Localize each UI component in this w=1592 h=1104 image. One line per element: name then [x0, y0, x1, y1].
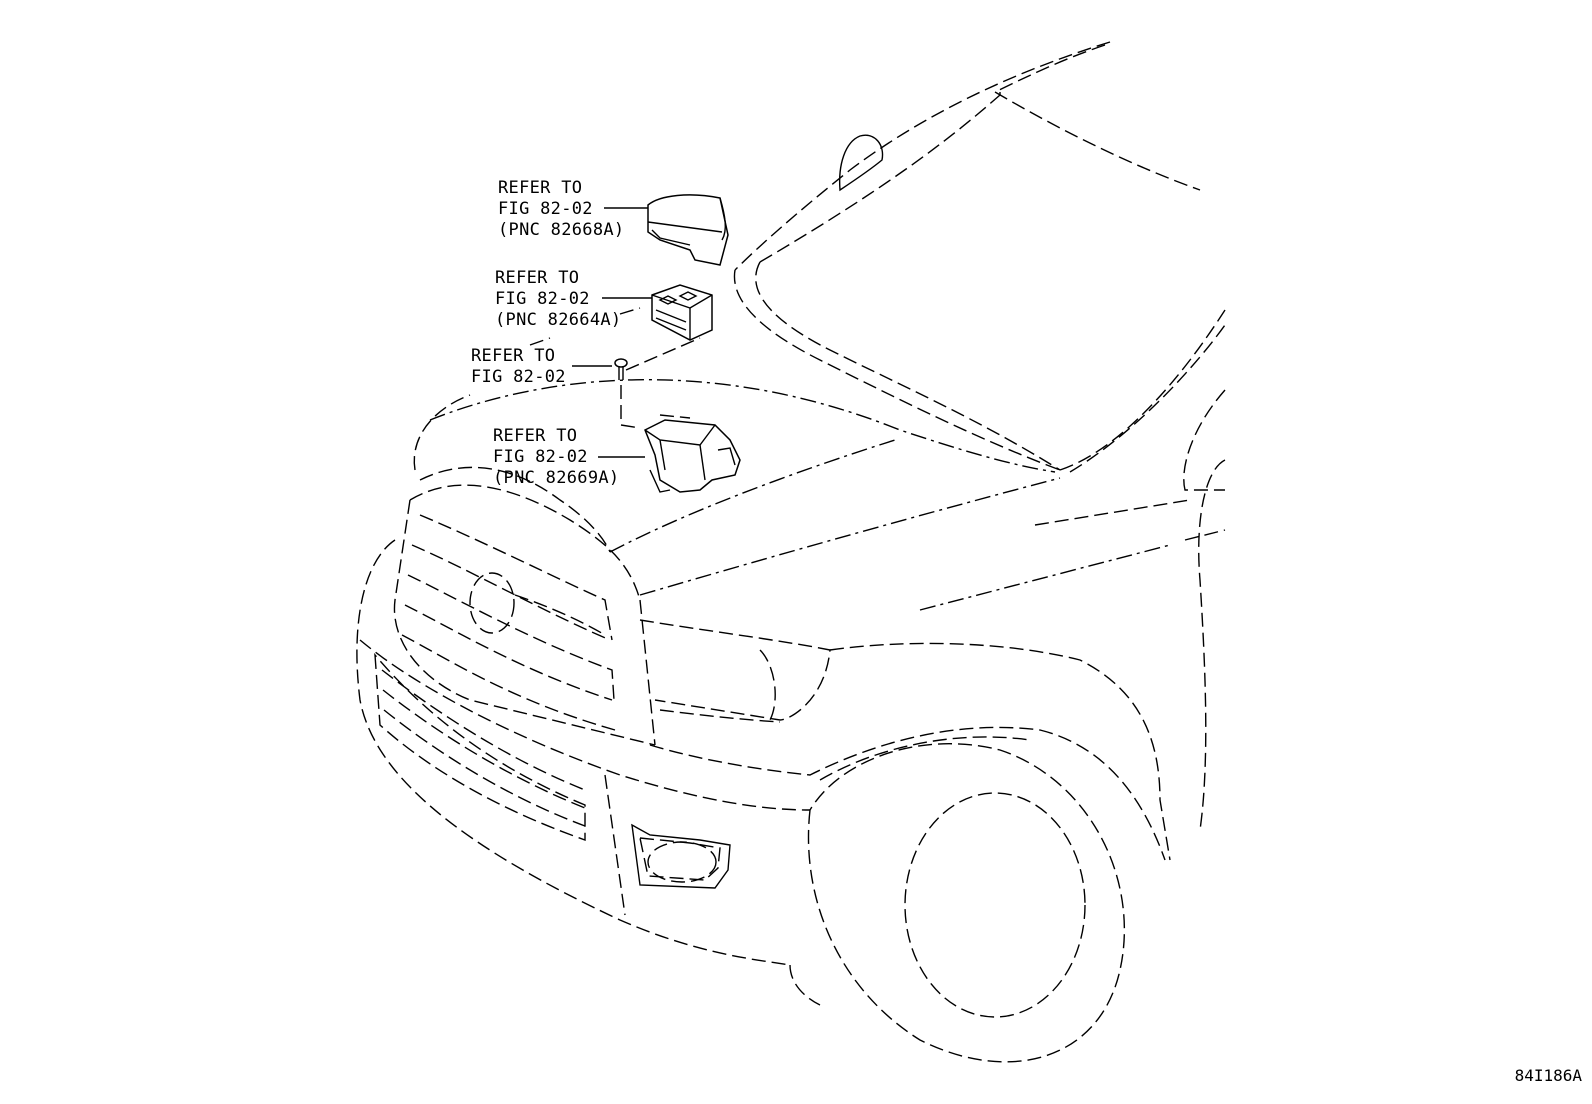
callout-bracket-line1: REFER TO [493, 426, 578, 446]
callout-bracket: REFER TO FIG 82-02 (PNC 82669A) [493, 426, 619, 489]
callout-cover: REFER TO FIG 82-02 (PNC 82668A) [498, 178, 624, 241]
callout-bracket-line2: FIG 82-02 [493, 447, 588, 467]
callout-bracket-line3: (PNC 82669A) [493, 468, 620, 488]
callout-block-line2: FIG 82-02 [495, 289, 590, 309]
callout-cover-line1: REFER TO [498, 178, 583, 198]
callout-block-line1: REFER TO [495, 268, 580, 288]
callout-cover-line3: (PNC 82668A) [498, 220, 625, 240]
bolt-part [614, 358, 641, 429]
callout-bolt-line1: REFER TO [471, 346, 556, 366]
relay-block-cover-part [647, 194, 729, 266]
vehicle-phantom-lines [356, 41, 1226, 1063]
callout-block-line3: (PNC 82664A) [495, 310, 622, 330]
relay-block-part [651, 284, 713, 341]
callout-bolt-line2: FIG 82-02 [471, 367, 566, 387]
leader-lines [529, 207, 701, 458]
relay-block-bracket-part [644, 414, 741, 493]
callout-cover-line2: FIG 82-02 [498, 199, 593, 219]
illustration-code: 84I186A [1514, 1066, 1582, 1085]
callout-bolt: REFER TO FIG 82-02 [471, 346, 566, 388]
callout-block: REFER TO FIG 82-02 (PNC 82664A) [495, 268, 621, 331]
